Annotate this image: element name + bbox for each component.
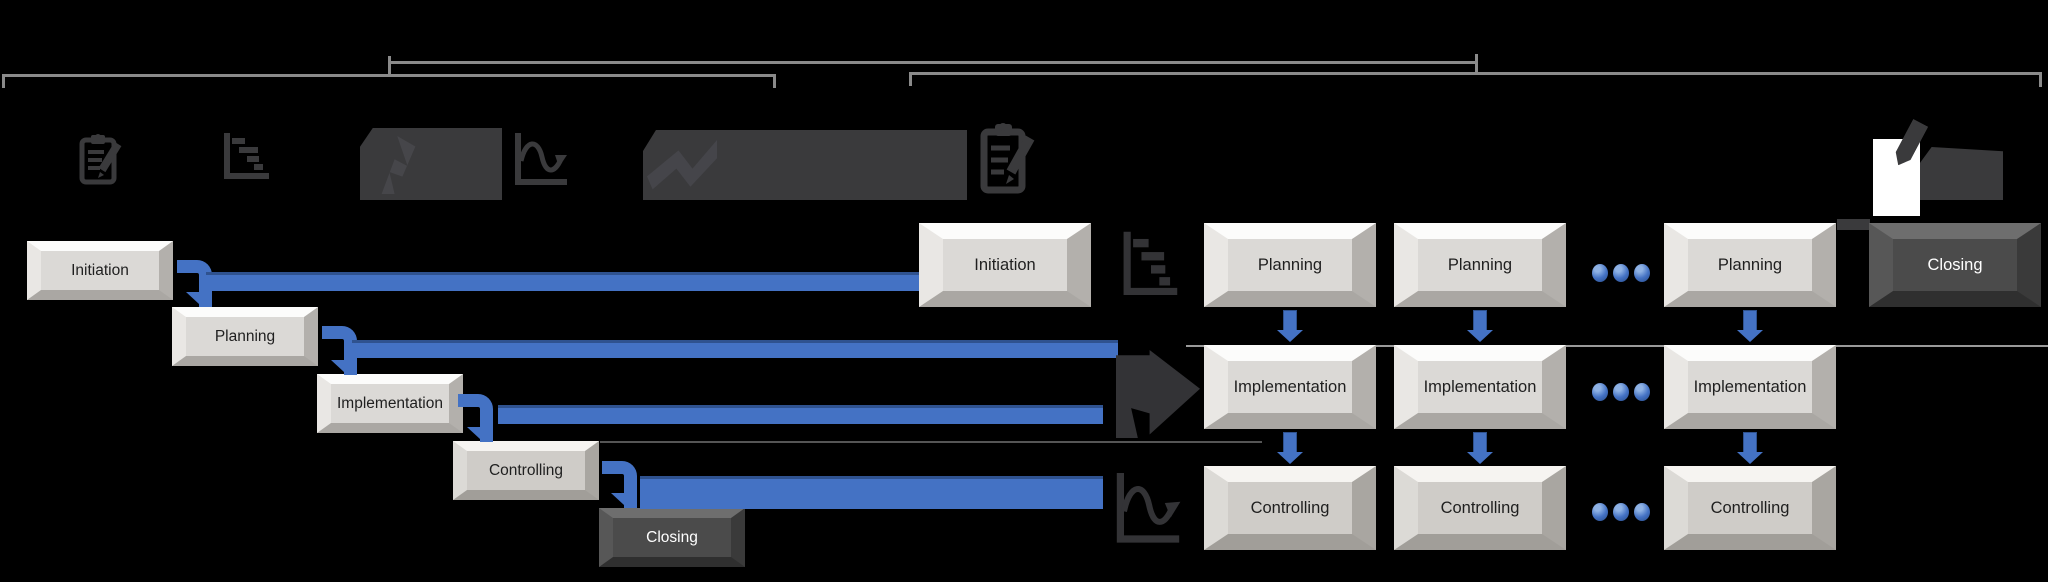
waterfall-box-closing: Closing	[599, 508, 745, 567]
dark-block-arrow-icon	[1116, 350, 1200, 438]
waterfall-box-controlling: Controlling	[453, 441, 599, 500]
grid-box-implementation-2: Implementation	[1394, 345, 1566, 429]
trend-chart-icon	[1112, 470, 1184, 553]
trend-chart-icon	[511, 131, 571, 194]
box-label: Closing	[1927, 255, 1983, 274]
box-label: Planning	[214, 327, 276, 345]
clipboard-pencil-icon	[74, 130, 130, 191]
grid-box-closing: Closing	[1869, 223, 2041, 307]
box-label: Implementation	[337, 394, 443, 412]
box-label: Implementation	[1693, 377, 1807, 396]
grid-box-controlling-3: Controlling	[1664, 466, 1836, 550]
box-label: Controlling	[1710, 498, 1790, 517]
separator-line-upper	[1186, 345, 2048, 347]
box-label: Planning	[1717, 255, 1783, 274]
grid-box-implementation-1: Implementation	[1204, 345, 1376, 429]
dark-panel-wide	[643, 130, 967, 200]
grid-box-planning-3: Planning	[1664, 223, 1836, 307]
grid-box-controlling-2: Controlling	[1394, 466, 1566, 550]
box-label: Initiation	[974, 255, 1036, 274]
separator-line-lower	[600, 441, 1262, 443]
grid-box-controlling-1: Controlling	[1204, 466, 1376, 550]
box-label: Controlling	[1250, 498, 1330, 517]
waterfall-box-planning: Planning	[172, 307, 318, 366]
grid-box-initiation: Initiation	[919, 223, 1091, 307]
box-label: Controlling	[488, 461, 564, 479]
grid-box-planning-1: Planning	[1204, 223, 1376, 307]
box-label: Planning	[1257, 255, 1323, 274]
bracket-connector-line	[388, 61, 1478, 64]
box-label: Planning	[1447, 255, 1513, 274]
waterfall-box-implementation: Implementation	[317, 374, 463, 433]
gantt-chart-icon	[221, 130, 273, 187]
waterfall-box-initiation: Initiation	[27, 241, 173, 300]
implementation-duration-bar	[498, 405, 1103, 424]
clipboard-pencil-icon	[976, 120, 1040, 201]
grid-box-implementation-3: Implementation	[1664, 345, 1836, 429]
box-label: Initiation	[71, 261, 129, 279]
planning-duration-bar	[352, 340, 1118, 358]
dark-panel	[360, 128, 502, 200]
initiation-duration-bar	[206, 272, 920, 291]
controlling-duration-bar	[640, 476, 1103, 509]
gantt-chart-icon	[1120, 228, 1182, 305]
box-label: Implementation	[1233, 377, 1347, 396]
box-label: Controlling	[1440, 498, 1520, 517]
box-label: Implementation	[1423, 377, 1537, 396]
box-label: Closing	[646, 528, 698, 546]
grid-box-planning-2: Planning	[1394, 223, 1566, 307]
